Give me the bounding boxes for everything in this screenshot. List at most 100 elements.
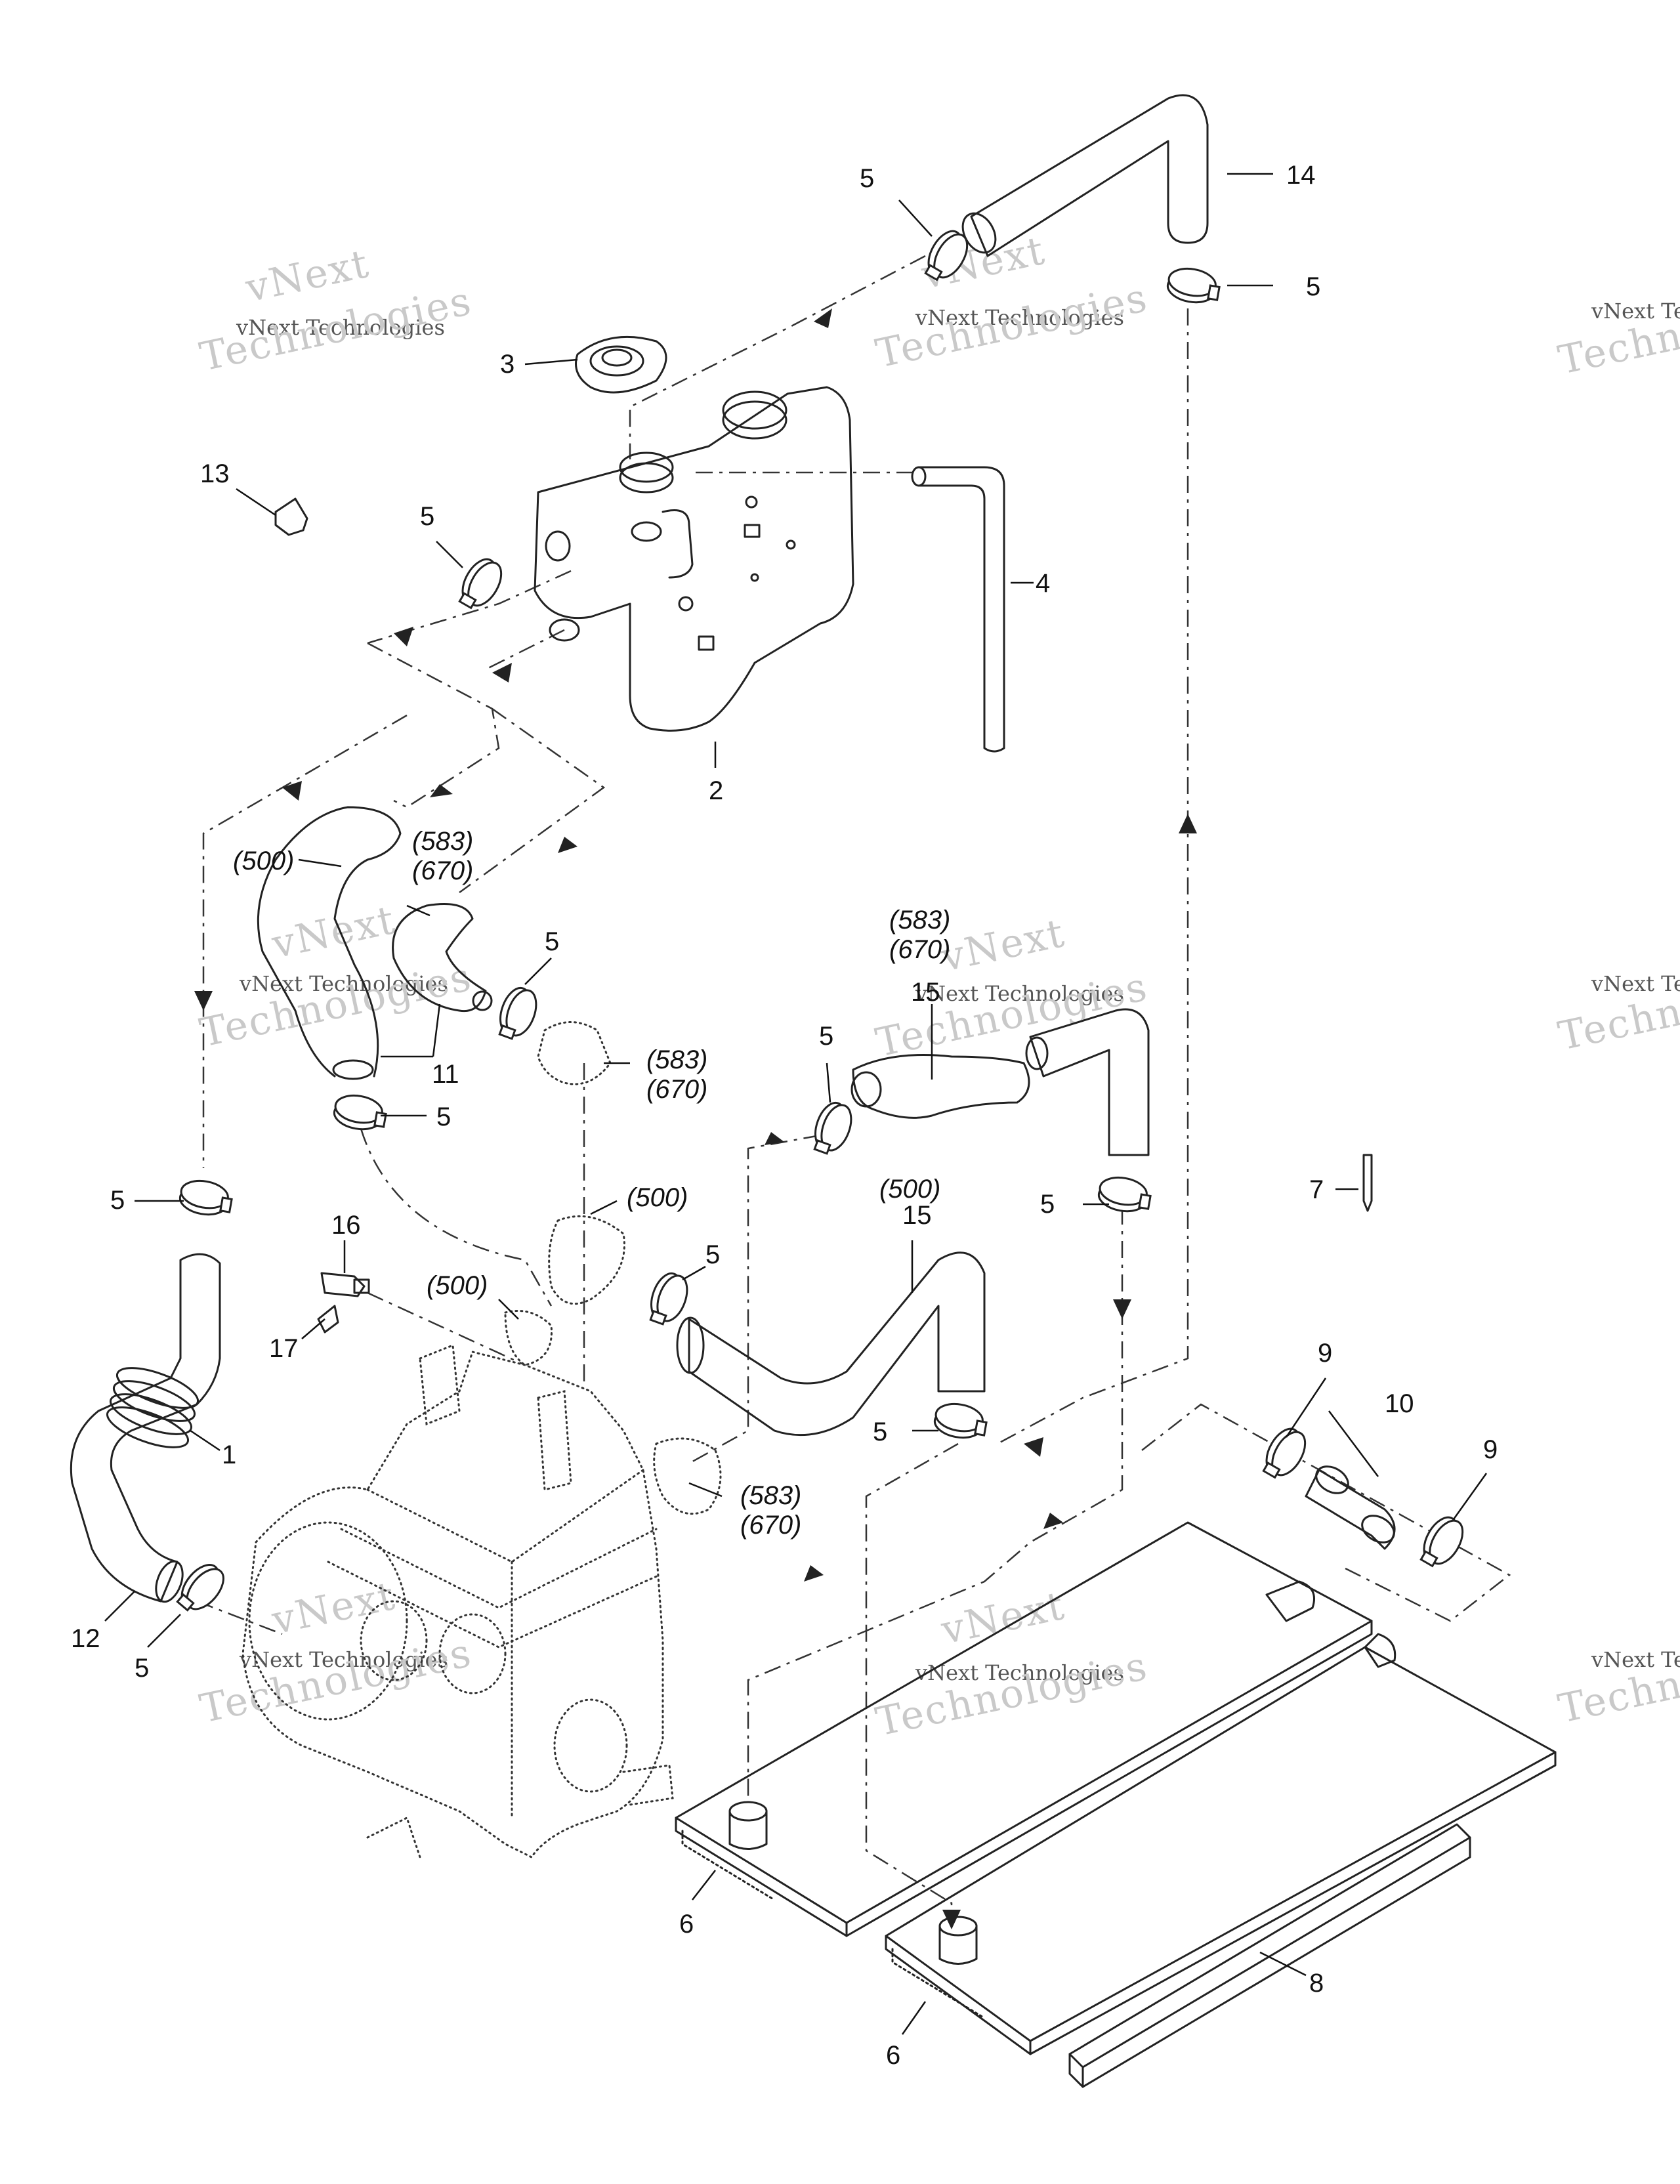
sensor-cap-17 (317, 1305, 339, 1334)
watermark-brand: vNext (268, 1573, 400, 1644)
cap-flange (575, 335, 667, 394)
note-500: (500) (233, 847, 294, 875)
housing-500-outline (548, 1215, 625, 1305)
coupler-end (1315, 1465, 1349, 1494)
cap-top (589, 345, 644, 377)
note-583: (583) (646, 1045, 707, 1074)
watermark-text-edge: vNext Te (1591, 1647, 1680, 1672)
hose-end (911, 466, 927, 487)
engine-flywheel (248, 1521, 408, 1721)
callout-5: 5 (1306, 272, 1320, 301)
flow-arrows (194, 308, 1197, 1929)
callout-4: 4 (1036, 569, 1050, 598)
hose-body (392, 903, 487, 1013)
callout-5: 5 (1040, 1190, 1055, 1219)
clamps (176, 230, 1464, 1612)
note-500: (500) (879, 1175, 940, 1204)
arrow-icon (194, 991, 213, 1011)
tank-contour (662, 509, 694, 579)
strip-side (1068, 2053, 1084, 2088)
arrow-icon (1113, 1299, 1131, 1319)
radiator-edge (845, 1620, 1373, 1937)
radiator-fins (681, 1830, 776, 1901)
clamp-5 (498, 986, 537, 1040)
tank-port-lower (549, 618, 580, 642)
hose-body (970, 94, 1209, 257)
radiator-6-lower (885, 1633, 1557, 2055)
callout-7: 7 (1309, 1175, 1324, 1204)
callout-5: 5 (545, 927, 559, 956)
callout-13: 13 (200, 459, 230, 488)
engine-outline (242, 1351, 664, 1858)
hose-body (257, 806, 402, 1078)
watermark-tech: Technologies (196, 954, 476, 1057)
cap-center (601, 348, 633, 367)
housing-500-small (504, 1310, 553, 1366)
hose-end (332, 1059, 374, 1080)
radiator-inlet-tube (728, 1810, 768, 1850)
hose-body (917, 466, 1005, 753)
callout-14: 14 (1286, 161, 1316, 190)
radiator-6-upper (675, 1521, 1373, 1937)
radiator-inlet (728, 1801, 768, 1822)
engine-fin (327, 1561, 661, 1648)
tank-fill-neck (619, 452, 674, 483)
arrow-icon (804, 1565, 824, 1582)
engine-notes: (500) (583) (670) (583) (670) (583) (670… (233, 827, 950, 1540)
note-500: (500) (627, 1183, 688, 1212)
callout-5: 5 (436, 1102, 451, 1131)
strip-8 (1068, 1823, 1471, 2088)
engine-port (360, 1600, 428, 1681)
clamp-5 (458, 558, 503, 610)
clamp-5 (1166, 267, 1221, 304)
radiator-panel (675, 1521, 1373, 1924)
engine-block (242, 1343, 674, 1858)
screw-7 (1362, 1154, 1373, 1212)
note-583: (583) (412, 827, 473, 856)
coupler-hose-10 (1305, 1465, 1396, 1550)
clamp-5 (176, 1564, 224, 1612)
tank-neck-large-ring (722, 400, 788, 440)
sensor-tip (353, 1278, 370, 1294)
clamp-5 (333, 1094, 387, 1131)
radiator-inlet-tube (938, 1925, 978, 1965)
hose-11-500 (257, 806, 402, 1080)
arrow-icon (394, 627, 413, 646)
engine-fin (340, 1528, 658, 1609)
clamp-9 (1419, 1516, 1464, 1568)
coupler-body (1305, 1469, 1396, 1550)
note-670: (670) (412, 856, 473, 885)
callout-9: 9 (1318, 1339, 1332, 1368)
strip-side (1082, 1836, 1471, 2088)
hose-end (155, 1560, 184, 1603)
coupler-end (1361, 1515, 1395, 1544)
clip-body (274, 497, 308, 536)
watermark-text: vNext Technologies (915, 1660, 1124, 1685)
flow-line (688, 1134, 821, 1465)
clamp-5 (178, 1179, 233, 1216)
flow-line (865, 1442, 959, 1923)
flow-line (367, 1292, 526, 1366)
watermark-text: vNext Technologies (915, 305, 1124, 330)
note-500: (500) (427, 1271, 488, 1300)
callout-5: 5 (873, 1418, 887, 1446)
callout-3: 3 (500, 350, 514, 379)
tank-tab (744, 524, 761, 538)
watermark-text: vNext Technologies (915, 981, 1124, 1006)
engine-pto (553, 1698, 628, 1793)
callout-5: 5 (420, 502, 434, 531)
callout-12: 12 (71, 1624, 100, 1653)
radiator-edge (885, 1935, 1032, 2055)
flow-line (1141, 1403, 1511, 1622)
arrow-icon (492, 663, 512, 682)
radiator-outlet (1265, 1580, 1315, 1622)
callout-labels: 5 14 5 3 13 5 4 2 5 11 5 5 15 5 5 7 15 1… (71, 161, 1498, 2070)
callout-5: 5 (819, 1022, 833, 1051)
housing-583-670-outline (653, 1437, 722, 1515)
callout-16: 16 (331, 1211, 361, 1240)
watermark-brand: vNext (268, 897, 400, 968)
callout-9: 9 (1483, 1435, 1498, 1464)
hose-14 (961, 94, 1209, 257)
clamp-5 (649, 1272, 688, 1326)
